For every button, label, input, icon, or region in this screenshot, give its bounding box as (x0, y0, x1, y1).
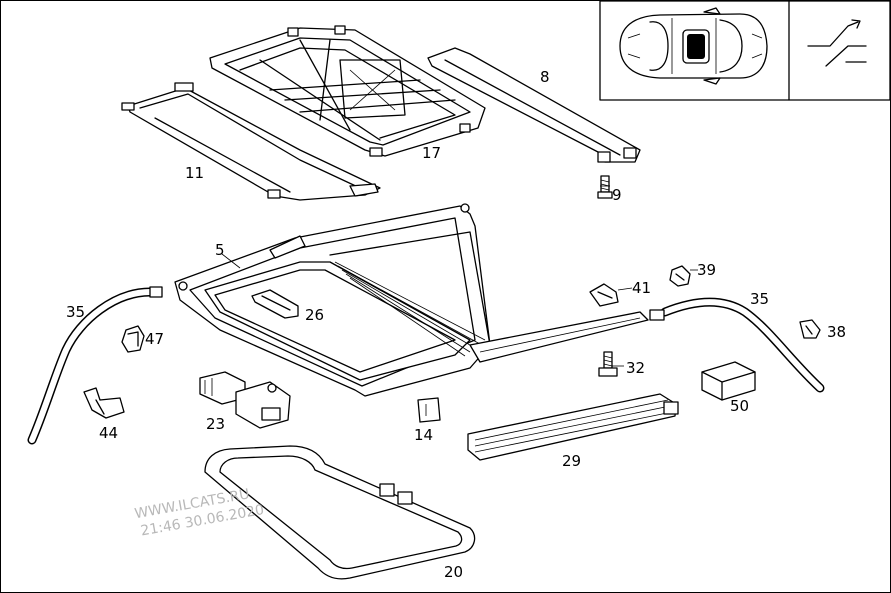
label-part-14: 14 (414, 426, 433, 444)
part-29-cable-rail (467, 393, 679, 461)
label-part-38: 38 (827, 323, 846, 341)
part-5-main-frame (174, 203, 649, 397)
label-part-17: 17 (422, 144, 441, 162)
label-part-44: 44 (99, 424, 118, 442)
part-44-bracket (83, 387, 125, 419)
part-35-drain-hose-right (649, 297, 825, 393)
part-9-screw (597, 175, 613, 199)
label-part-35-left: 35 (66, 303, 85, 321)
car-top-view-icon (619, 7, 768, 85)
part-38-clip (799, 319, 821, 339)
label-part-35-right: 35 (750, 290, 769, 308)
part-17-sunroof-panel-frame (209, 25, 486, 157)
label-part-39: 39 (697, 261, 716, 279)
inset-box (599, 0, 891, 101)
part-23-drive-motor (199, 371, 291, 429)
part-8-guide-rail (427, 47, 641, 163)
label-part-26: 26 (305, 306, 324, 324)
watermark: WWW.ILCATS.RU 21:46 30.06.2020 (133, 486, 265, 539)
label-part-5: 5 (215, 241, 225, 259)
label-part-50: 50 (730, 397, 749, 415)
part-11-sun-shade (121, 82, 381, 201)
label-part-11: 11 (185, 164, 204, 182)
part-14-clip (417, 397, 441, 423)
leader-lines (221, 185, 698, 367)
label-part-32: 32 (626, 359, 645, 377)
part-26-guide-clip (251, 289, 299, 319)
label-part-8: 8 (540, 68, 550, 86)
part-41-clip (589, 283, 619, 307)
part-50-foam-block (701, 361, 756, 401)
part-20-sunroof-seal (204, 445, 476, 580)
label-part-47: 47 (145, 330, 164, 348)
label-part-29: 29 (562, 452, 581, 470)
label-part-9: 9 (612, 186, 622, 204)
part-32-screw (598, 351, 618, 377)
label-part-23: 23 (206, 415, 225, 433)
label-part-20: 20 (444, 563, 463, 581)
part-39-clip (669, 265, 691, 287)
part-47-clip (121, 325, 145, 353)
part-35-drain-hose-left (27, 286, 163, 445)
slope-step-icon (807, 19, 867, 67)
label-part-41: 41 (632, 279, 651, 297)
